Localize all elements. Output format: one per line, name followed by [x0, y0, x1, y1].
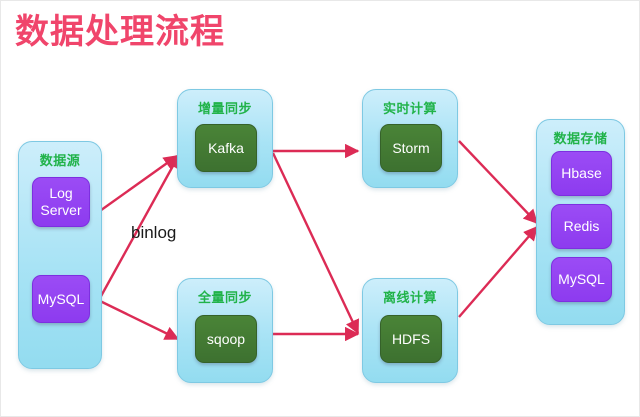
group-title-full-sync: 全量同步 — [197, 290, 252, 305]
edge-mysql-to-sqoop — [99, 299, 180, 341]
node-redis[interactable]: Redis — [551, 204, 612, 249]
group-full-sync[interactable]: 全量同步 sqoop — [177, 278, 273, 383]
group-data-source[interactable]: 数据源 Log Server MySQL — [18, 141, 102, 369]
edge-logserver-to-kafka — [96, 155, 179, 214]
edge-mysql-to-kafka — [98, 153, 181, 299]
group-title-data-source: 数据源 — [39, 153, 81, 168]
edge-label-binlog: binlog — [131, 223, 177, 242]
node-kafka[interactable]: Kafka — [195, 124, 257, 172]
node-sqoop[interactable]: sqoop — [195, 315, 257, 363]
node-hbase[interactable]: Hbase — [551, 151, 612, 196]
node-mysql-source[interactable]: MySQL — [32, 275, 90, 323]
group-title-offline-compute: 离线计算 — [382, 290, 437, 305]
group-offline-compute[interactable]: 离线计算 HDFS — [362, 278, 458, 383]
group-data-storage[interactable]: 数据存储 Hbase Redis MySQL — [536, 119, 625, 325]
edge-hdfs-to-storage — [458, 225, 538, 318]
page-title: 数据处理流程 — [15, 13, 225, 51]
group-realtime-compute[interactable]: 实时计算 Storm — [362, 89, 458, 188]
edge-storm-to-storage — [458, 140, 538, 225]
edge-kafka-to-hdfs — [271, 152, 360, 335]
node-hdfs[interactable]: HDFS — [380, 315, 442, 363]
group-title-incremental-sync: 增量同步 — [197, 101, 252, 116]
group-incremental-sync[interactable]: 增量同步 Kafka — [177, 89, 273, 188]
group-title-realtime-compute: 实时计算 — [382, 101, 437, 116]
node-log-server[interactable]: Log Server — [32, 177, 90, 227]
group-title-data-storage: 数据存储 — [553, 131, 608, 146]
node-storm[interactable]: Storm — [380, 124, 442, 172]
node-mysql-storage[interactable]: MySQL — [551, 257, 612, 302]
